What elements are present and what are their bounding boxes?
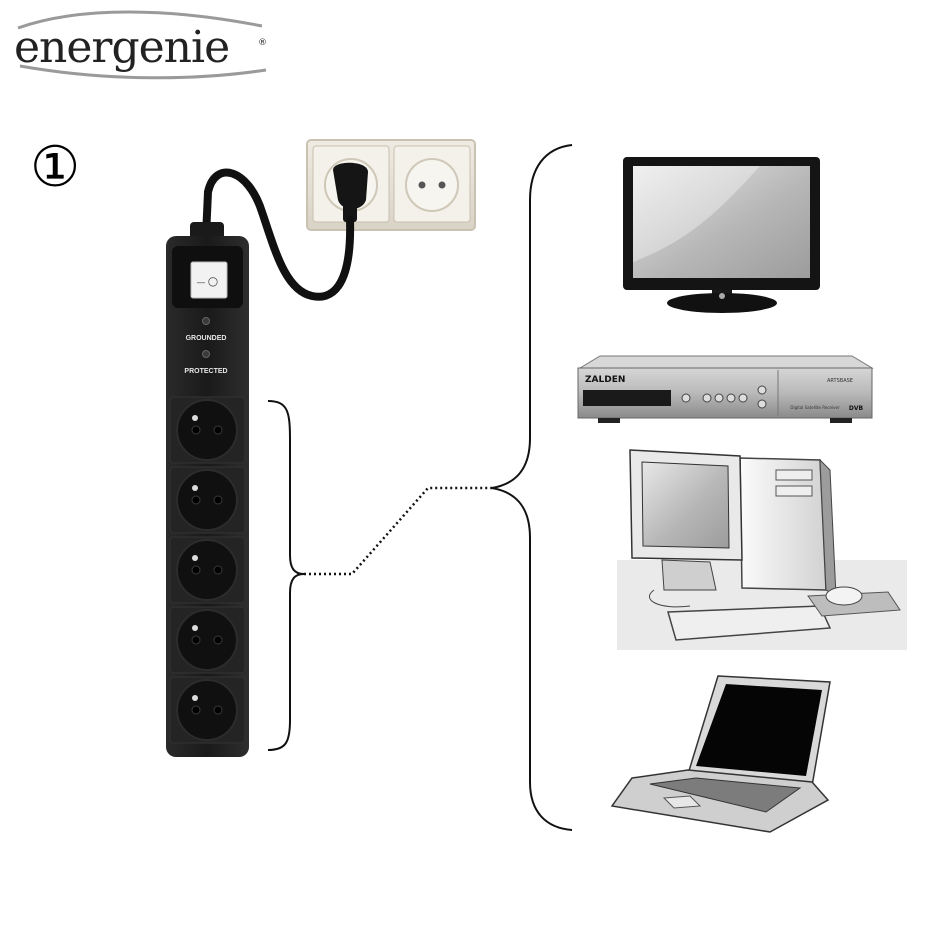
desktop-computer-icon	[617, 450, 907, 650]
socket-pin-hole	[192, 496, 200, 504]
receiver-top	[580, 356, 872, 368]
wall-socket-right-pin	[419, 182, 426, 189]
socket-highlight	[192, 415, 198, 421]
receiver-button	[703, 394, 711, 402]
power-switch-off-glyph: ○	[208, 274, 218, 288]
receiver-display	[583, 390, 671, 406]
power-switch-on-glyph: —	[197, 278, 206, 288]
receiver-model: ARTSBASE	[827, 378, 853, 384]
laptop-icon	[612, 676, 830, 832]
socket-pin-hole	[214, 496, 222, 504]
receiver-button	[739, 394, 747, 402]
satellite-receiver-icon: ZALDEN ARTSBASE Digital Satellite Receiv…	[578, 356, 872, 423]
socket-list	[170, 397, 245, 743]
energenie-logo: energenie ®	[14, 12, 267, 78]
receiver-button	[727, 394, 735, 402]
monitor-stand-button	[719, 293, 725, 299]
grounded-led	[203, 318, 210, 325]
socket-pin-hole	[192, 426, 200, 434]
protected-led	[203, 351, 210, 358]
desktop-tower-drive	[776, 486, 812, 496]
sockets-brace	[268, 401, 304, 750]
power-strip-socket[interactable]	[177, 400, 237, 460]
receiver-badge: DVB	[849, 405, 864, 412]
desktop-mouse	[826, 587, 862, 605]
wall-socket-right	[406, 159, 458, 211]
socket-pin-hole	[214, 636, 222, 644]
socket-pin-hole	[192, 636, 200, 644]
crt-monitor-screen	[642, 462, 729, 548]
grounded-label: GROUNDED	[186, 335, 227, 342]
power-strip-socket[interactable]	[177, 680, 237, 740]
logo-registered-mark: ®	[258, 38, 267, 48]
monitor-icon	[623, 157, 820, 313]
wall-socket-right-pin	[439, 182, 446, 189]
protected-label: PROTECTED	[184, 368, 227, 375]
crt-monitor-base	[662, 560, 716, 590]
power-strip-socket[interactable]	[177, 470, 237, 530]
receiver-button	[715, 394, 723, 402]
socket-highlight	[192, 555, 198, 561]
logo-text: energenie	[14, 22, 229, 73]
socket-highlight	[192, 625, 198, 631]
receiver-select-button	[758, 400, 766, 408]
receiver-foot	[598, 418, 620, 423]
socket-pin-hole	[214, 566, 222, 574]
socket-highlight	[192, 695, 198, 701]
devices-brace	[492, 145, 572, 830]
desktop-tower-drive	[776, 470, 812, 480]
dotted-connector	[304, 488, 492, 574]
socket-pin-hole	[214, 426, 222, 434]
wall-outlet	[307, 140, 475, 230]
receiver-power-button	[682, 394, 690, 402]
socket-highlight	[192, 485, 198, 491]
step-number-marker: ①	[30, 135, 80, 200]
receiver-foot	[830, 418, 852, 423]
socket-pin-hole	[192, 706, 200, 714]
power-strip-socket[interactable]	[177, 540, 237, 600]
socket-pin-hole	[192, 566, 200, 574]
receiver-brand: ZALDEN	[585, 375, 625, 385]
receiver-menu-button	[758, 386, 766, 394]
power-strip: ○ — GROUNDED PROTECTED	[166, 222, 249, 757]
power-strip-socket[interactable]	[177, 610, 237, 670]
socket-pin-hole	[214, 706, 222, 714]
receiver-caption: Digital Satellite Receiver	[790, 405, 840, 410]
